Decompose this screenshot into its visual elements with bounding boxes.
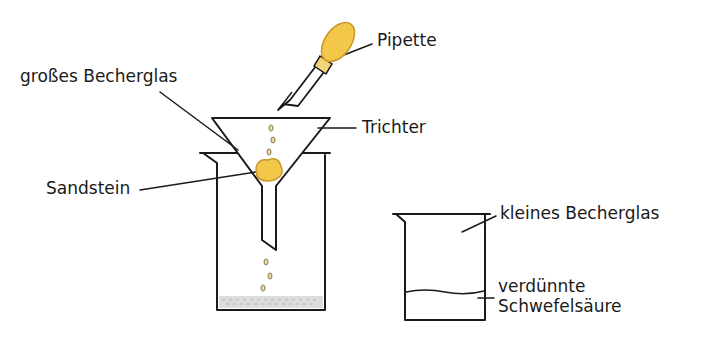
part-label: verdünnte Schwefelsäure <box>498 276 648 317</box>
leader-line <box>462 216 496 232</box>
acid-surface <box>406 290 484 294</box>
pipette <box>278 17 361 110</box>
part-label: Pipette <box>377 30 437 50</box>
sediment-texture <box>222 300 320 304</box>
funnel <box>212 118 330 250</box>
leader-line <box>140 172 256 190</box>
part-label: großes Becherglas <box>20 66 177 86</box>
drops <box>261 125 275 291</box>
sandstone <box>256 159 282 181</box>
leader-line <box>160 92 238 150</box>
small-beaker <box>393 214 490 320</box>
part-label: kleines Becherglas <box>500 203 659 223</box>
leader-line <box>318 127 356 129</box>
sediment <box>219 296 323 308</box>
part-label: Sandstein <box>46 178 130 198</box>
leader-line <box>478 297 494 299</box>
part-label: Trichter <box>362 117 426 137</box>
